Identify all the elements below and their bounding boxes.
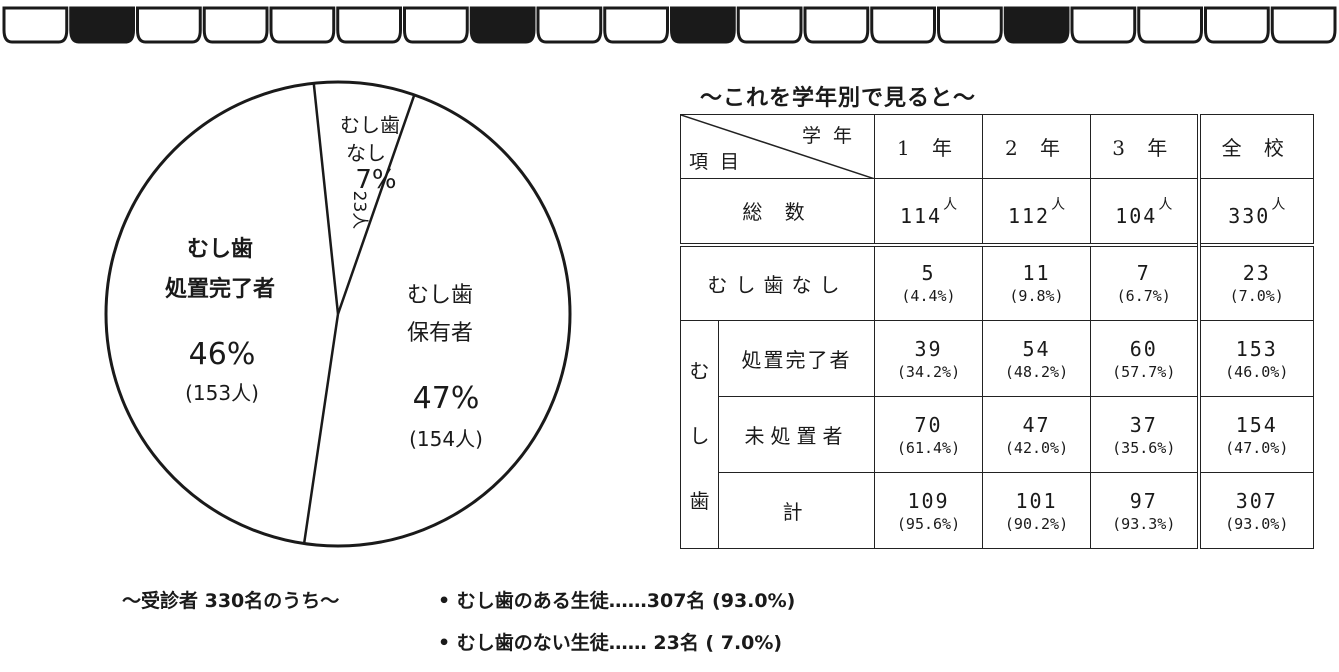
decay-total-grade2: 101(90.2%) — [982, 472, 1091, 549]
teeth-border-icon — [2, 6, 1337, 44]
treated-grade2: 54(48.2%) — [982, 320, 1091, 397]
tooth-icon — [536, 6, 603, 44]
grade-stats-table: 学年 項目 1 年 2 年 3 年 全 校 総 数 114人 112人 104人… — [680, 114, 1314, 549]
summary-with-decay: • むし歯のある生徒……307名 (93.0%) — [438, 590, 796, 612]
decay-total-grade1: 109(95.6%) — [874, 472, 983, 549]
tooth-icon — [870, 6, 936, 44]
pie-label-treated-line1: むし歯 — [187, 236, 253, 262]
tooth-icon — [202, 6, 269, 44]
header-corner-cell: 学年 項目 — [680, 114, 875, 179]
decay-total-row: 計 109(95.6%) 101(90.2%) 97(93.3%) 307(93… — [681, 472, 1314, 549]
untreated-grade2: 47(42.0%) — [982, 396, 1091, 473]
untreated-row-label: 未処置者 — [718, 396, 875, 473]
tooth-icon — [1204, 6, 1270, 44]
pie-label-no-decay-line2: なし — [346, 141, 386, 165]
summary-without-decay: • むし歯のない生徒…… 23名 ( 7.0%) — [438, 632, 783, 654]
treated-row: む し 歯 処置完了者 39(34.2%) 54(48.2%) 60(57.7%… — [680, 320, 1314, 549]
treated-row-label: 処置完了者 — [718, 320, 875, 397]
tooth-icon — [1070, 6, 1137, 44]
total-grade3: 104人 — [1090, 178, 1199, 245]
untreated-grade3: 37(35.6%) — [1090, 396, 1199, 473]
pie-label-treated-line2: 処置完了者 — [165, 276, 275, 302]
decay-total-grade3: 97(93.3%) — [1090, 472, 1199, 549]
pie-slice-boundary-2 — [302, 313, 340, 544]
total-grade1: 114人 — [874, 178, 983, 245]
pie-label-holder-line1: むし歯 — [407, 283, 473, 308]
tooth-icon — [803, 6, 870, 44]
pie-pct-no-decay: 7% — [355, 165, 396, 195]
treated-whole-school: 153(46.0%) — [1196, 320, 1314, 397]
pie-label-no-decay-line1: むし歯 — [340, 113, 400, 137]
untreated-row: 未処置者 70(61.4%) 47(42.0%) 37(35.6%) 154(4… — [681, 396, 1314, 473]
tooth-icon — [937, 6, 1003, 44]
corner-item-label: 項目 — [689, 151, 752, 173]
decay-pie-chart: むし歯なし7%23人むし歯保有者47%(154人)むし歯処置完了者46%(153… — [104, 80, 572, 548]
pie-count-treated: (153人) — [185, 381, 259, 405]
untreated-whole-school: 154(47.0%) — [1196, 396, 1314, 473]
header-row: 学年 項目 1 年 2 年 3 年 全 校 — [680, 114, 1314, 179]
decay-group-label: む し 歯 — [680, 320, 719, 549]
treated-grade1: 39(34.2%) — [874, 320, 983, 397]
tooth-icon — [469, 6, 536, 44]
tooth-icon — [403, 6, 469, 44]
no-decay-grade3: 7(6.7%) — [1090, 242, 1199, 321]
untreated-grade1: 70(61.4%) — [874, 396, 983, 473]
treated-grade3: 60(57.7%) — [1090, 320, 1199, 397]
no-decay-grade1: 5(4.4%) — [874, 242, 983, 321]
tooth-icon — [736, 6, 803, 44]
no-decay-row: むし歯なし 5(4.4%) 11(9.8%) 7(6.7%) 23(7.0%) — [680, 242, 1314, 321]
tooth-icon — [603, 6, 669, 44]
tooth-icon — [336, 6, 402, 44]
col-header-grade3: 3 年 — [1090, 114, 1199, 179]
tooth-icon — [1270, 6, 1337, 44]
no-decay-whole-school: 23(7.0%) — [1196, 242, 1314, 321]
corner-grade-label: 学年 — [801, 125, 864, 147]
tooth-icon — [670, 6, 736, 44]
tooth-icon — [269, 6, 336, 44]
no-decay-row-label: むし歯なし — [680, 242, 875, 321]
pie-label-holder-line2: 保有者 — [407, 321, 473, 346]
total-whole-school: 330人 — [1196, 178, 1314, 245]
tooth-icon — [1137, 6, 1203, 44]
tooth-icon — [136, 6, 202, 44]
pie-count-no-decay: 23人 — [349, 191, 369, 230]
pie-slice-boundary-0 — [312, 83, 340, 315]
decay-total-whole-school: 307(93.0%) — [1196, 472, 1314, 549]
col-header-grade1: 1 年 — [874, 114, 983, 179]
summary-lead: ～受診者 330名のうち～ — [122, 590, 340, 612]
tooth-icon — [1003, 6, 1070, 44]
tooth-icon — [2, 6, 69, 44]
no-decay-grade2: 11(9.8%) — [982, 242, 1091, 321]
total-row-label: 総 数 — [680, 178, 875, 245]
col-header-grade2: 2 年 — [982, 114, 1091, 179]
col-header-whole-school: 全 校 — [1196, 114, 1314, 179]
decay-total-row-label: 計 — [718, 472, 875, 549]
table-title: ～これを学年別で見ると～ — [700, 86, 977, 111]
total-grade2: 112人 — [982, 178, 1091, 245]
total-row: 総 数 114人 112人 104人 330人 — [680, 178, 1314, 245]
pie-pct-holder: 47% — [413, 381, 480, 416]
pie-count-holder: (154人) — [409, 427, 483, 451]
pie-pct-treated: 46% — [189, 337, 256, 372]
tooth-icon — [69, 6, 135, 44]
pie-slice-boundary-1 — [336, 94, 416, 315]
